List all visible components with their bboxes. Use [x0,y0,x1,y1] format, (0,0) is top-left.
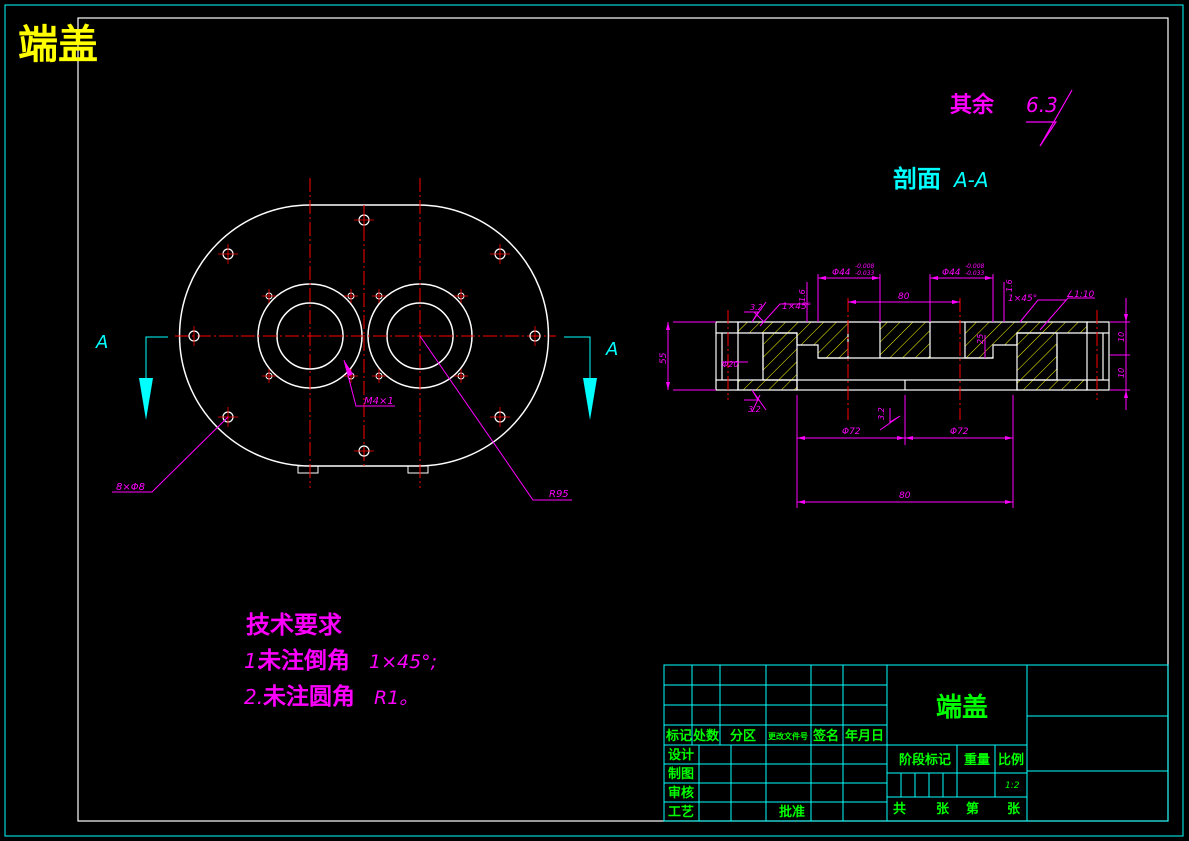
drawing-title: 端盖 [18,22,98,68]
tech-req-line1-val: 1×45°; [369,651,437,673]
title-block-part-name: 端盖 [936,692,988,723]
dim-80-bottom: 80 [899,491,911,501]
dim-taper: ∠1:10 [1066,290,1095,300]
header-signature: 签名 [812,728,839,744]
section-name: A-A [952,168,989,192]
roughness-label: 其余 [950,92,995,118]
roughness-value: 6.3 [1026,93,1058,117]
header-mark: 标记 [665,728,692,744]
dim-dia-top-left: Φ44 [832,268,851,278]
tech-req-line2-num: 2. [244,685,263,709]
outer-frame [4,4,1184,837]
stage-mark-label: 阶段标记 [899,752,951,768]
dim-chamfer-left: 1×45° [782,302,811,312]
dim-10-top: 10 [1117,332,1126,342]
sheets-unit-1: 张 [936,802,950,817]
radius-label: R95 [549,489,569,500]
row-approve: 批准 [779,804,805,820]
scale-value: 1:2 [1005,781,1020,791]
section-label-text: 剖面 [893,165,941,193]
dim-10-bottom: 10 [1117,368,1126,378]
header-zone: 分区 [730,728,756,744]
tech-req-title: 技术要求 [246,611,342,639]
dim-16-left: 1.6 [798,289,807,302]
dim-25: 25 [976,334,985,344]
tech-req-line1-text: 未注倒角 [258,647,350,674]
sheet-no-label: 第 [966,801,979,817]
tech-req-line2-val: R1。 [374,687,418,709]
header-date: 年月日 [845,728,884,744]
technical-requirements: 技术要求 1. 未注倒角 1×45°; 2. 未注圆角 R1。 [244,611,437,710]
section-arrow-left-label: A [95,332,108,353]
dim-80-top: 80 [898,292,910,302]
dim-chamfer-right: 1×45° [1008,294,1037,304]
row-review: 审核 [668,785,694,801]
dim-dia-top-right-tol-dn: -0.033 [965,270,985,277]
section-label: 剖面 A-A [893,165,989,193]
sheets-unit-2: 张 [1007,802,1021,817]
section-view: Φ44 -0.008 -0.033 Φ44 -0.008 -0.033 80 1… [659,263,1130,508]
hole-count-label: 8×Φ8 [116,482,145,493]
rough-mid: 3.2 [877,407,886,420]
roughness-note: 其余 6.3 [950,89,1073,147]
row-process: 工艺 [668,804,694,820]
dim-dia-top-left-tol-up: -0.008 [855,263,875,270]
row-drafting: 制图 [668,766,694,782]
dim-dia-72-right: Φ72 [950,427,969,437]
row-design: 设计 [668,747,694,763]
dim-dia-top-right-tol-up: -0.008 [965,263,985,270]
section-arrow-right-label: A [605,339,618,360]
front-view: 8×Φ8 M4×1 R95 A A [95,178,618,501]
scale-label: 比例 [998,752,1024,768]
dim-16-right: 1.6 [1005,279,1014,292]
thread-label: M4×1 [364,396,394,407]
rough-left-top: 3.2 [750,303,763,312]
weight-label: 重量 [964,752,990,768]
dim-55: 55 [659,352,669,364]
tech-req-line2-text: 未注圆角 [263,683,355,710]
dim-dia-top-right: Φ44 [942,268,961,278]
sheets-total-label: 共 [893,801,906,817]
dim-dia-top-left-tol-dn: -0.033 [855,270,875,277]
header-change-doc: 更改文件号 [768,731,808,741]
header-count: 处数 [692,728,720,744]
tech-req-line1-num: 1. [244,649,263,673]
rough-left-bottom: 3.2 [748,405,761,414]
title-block: 端盖 标记 处数 分区 更改文件号 签名 年月日 设计 制图 审核 工艺 批准 … [663,664,1169,822]
dim-dia-20: Φ20 [722,360,738,369]
dim-dia-72-left: Φ72 [842,427,861,437]
inner-frame [77,17,1169,822]
